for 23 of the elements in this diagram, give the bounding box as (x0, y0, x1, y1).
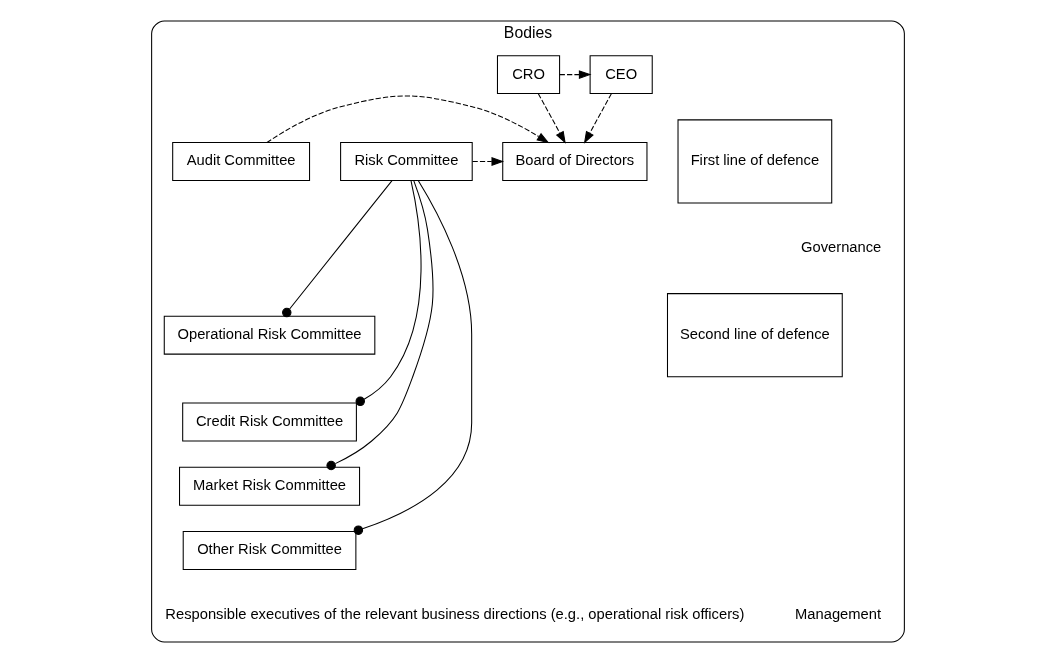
node-box: CEO (589, 55, 653, 95)
label: Management (795, 605, 881, 622)
label: Governance (801, 239, 882, 256)
connector (282, 180, 393, 318)
node-box: Other Risk Committee (182, 531, 357, 570)
arrow (537, 93, 566, 144)
connector (353, 180, 473, 535)
node-box: Board of Directors (502, 142, 648, 181)
node-box: Credit Risk Committee (182, 402, 357, 442)
arrow (472, 157, 505, 166)
arrow (266, 95, 550, 144)
label: Responsible executives of the relevant business directions (e.g., operational risk officers) (165, 605, 745, 622)
connector (355, 180, 422, 407)
node-box: Risk Committee (340, 142, 473, 181)
node-box: CRO (496, 55, 561, 95)
arrow (583, 93, 612, 144)
connector (326, 180, 434, 471)
node-box: Second line of defence (666, 293, 843, 378)
node-box: First line of defence (677, 119, 833, 204)
arrow (559, 70, 592, 80)
node-box: Operational Risk Committee (163, 315, 376, 355)
node-box: Market Risk Committee (179, 466, 361, 506)
node-box: Audit Committee (172, 142, 311, 181)
